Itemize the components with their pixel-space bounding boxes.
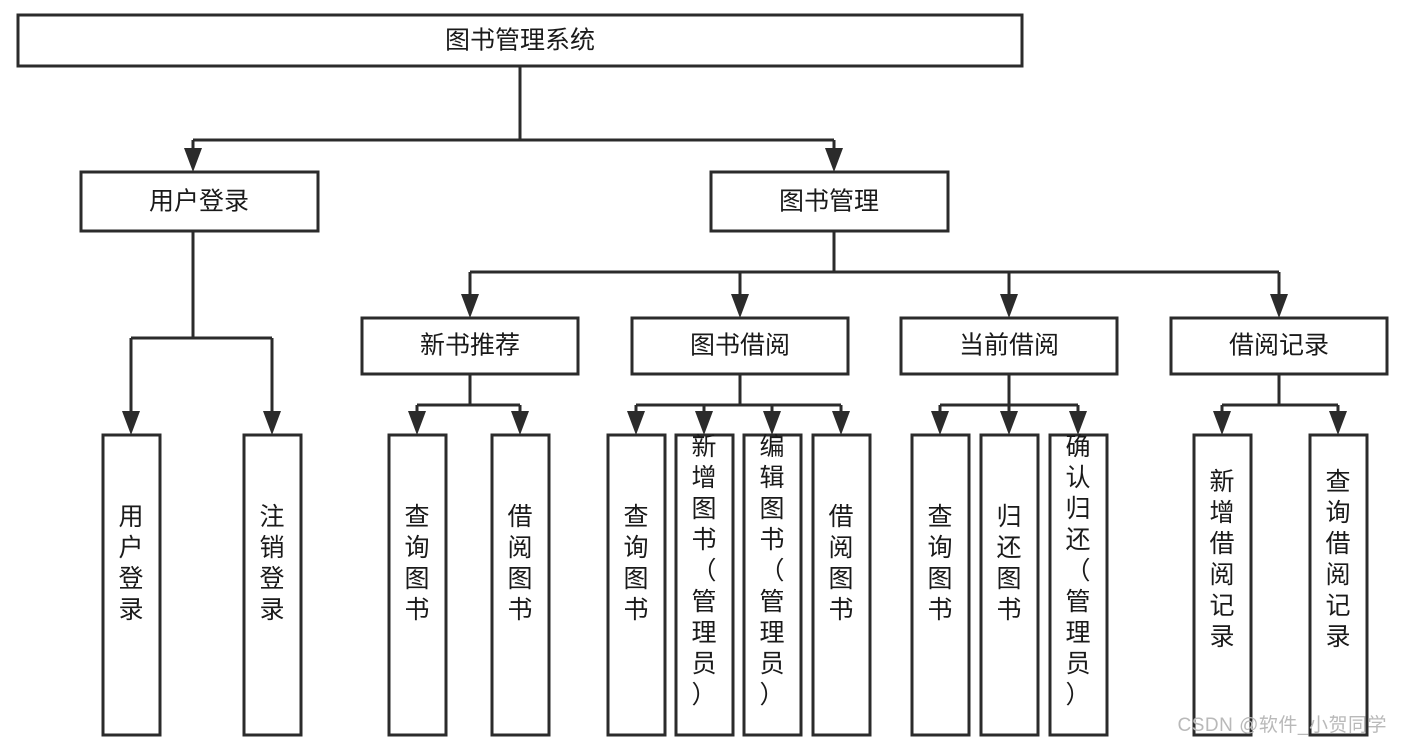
- arrow-leaf-user-login: [122, 411, 140, 435]
- node-root[interactable]: 图书管理系统: [16, 13, 1024, 68]
- node-leaf-borrow-book-2-box[interactable]: [811, 433, 872, 737]
- node-new-book-recommend-label: 新书推荐: [420, 332, 520, 360]
- arrow-leaf-query-book-2: [627, 411, 645, 435]
- node-leaf-user-login-label: 用户登录: [118, 503, 143, 624]
- arrow-leaf-query-book-1: [408, 411, 426, 435]
- node-leaf-query-book-2[interactable]: 查询图书: [606, 433, 667, 737]
- node-book-borrow-box[interactable]: [630, 316, 850, 376]
- node-leaf-edit-book[interactable]: 编辑图书（管理员）: [742, 433, 803, 737]
- node-book-management-box[interactable]: [709, 170, 950, 233]
- arrow-leaf-confirm-return: [1069, 411, 1087, 435]
- node-leaf-query-book-2-label: 查询图书: [623, 503, 648, 624]
- arrow-leaf-borrow-book-1: [511, 411, 529, 435]
- node-book-borrow[interactable]: 图书借阅: [630, 316, 850, 376]
- node-leaf-confirm-return-box[interactable]: [1048, 433, 1109, 737]
- node-leaf-borrow-book-1-label: 借阅图书: [507, 503, 532, 624]
- node-leaf-query-record-box[interactable]: [1308, 433, 1369, 737]
- arrow-book-management: [825, 148, 843, 172]
- node-leaf-return-book-label: 归还图书: [996, 503, 1021, 624]
- arrow-current-borrow: [1000, 294, 1018, 318]
- node-borrow-record[interactable]: 借阅记录: [1169, 316, 1389, 376]
- node-current-borrow-box[interactable]: [899, 316, 1119, 376]
- node-leaf-add-record-label: 新增借阅记录: [1209, 468, 1234, 651]
- node-borrow-record-box[interactable]: [1169, 316, 1389, 376]
- node-leaf-edit-book-box[interactable]: [742, 433, 803, 737]
- node-book-borrow-label: 图书借阅: [690, 332, 790, 360]
- arrow-new-book-recommend: [461, 294, 479, 318]
- node-leaf-query-book-3-box[interactable]: [910, 433, 971, 737]
- node-leaf-query-book-2-box[interactable]: [606, 433, 667, 737]
- arrow-leaf-edit-book: [763, 411, 781, 435]
- node-leaf-query-book-1-box[interactable]: [387, 433, 448, 737]
- node-root-box[interactable]: [16, 13, 1024, 68]
- node-leaf-add-book-box[interactable]: [674, 433, 735, 737]
- node-leaf-query-book-3[interactable]: 查询图书: [910, 433, 971, 737]
- node-leaf-add-record[interactable]: 新增借阅记录: [1192, 433, 1253, 737]
- node-new-book-recommend-box[interactable]: [360, 316, 580, 376]
- node-leaf-confirm-return[interactable]: 确认归还（管理员）: [1048, 433, 1109, 737]
- node-leaf-add-book-label: 新增图书（管理员）: [691, 433, 716, 709]
- arrow-leaf-query-book-3: [931, 411, 949, 435]
- arrow-leaf-borrow-book-2: [832, 411, 850, 435]
- arrow-leaf-add-book: [695, 411, 713, 435]
- arrow-borrow-record: [1270, 294, 1288, 318]
- node-leaf-confirm-return-label: 确认归还（管理员）: [1065, 433, 1090, 709]
- node-leaf-user-login[interactable]: 用户登录: [101, 433, 162, 737]
- arrow-leaf-return-book: [1000, 411, 1018, 435]
- node-root-label: 图书管理系统: [445, 27, 595, 55]
- node-leaf-query-record[interactable]: 查询借阅记录: [1308, 433, 1369, 737]
- node-leaf-user-logout-label: 注销登录: [259, 503, 284, 624]
- node-book-management-label: 图书管理: [779, 188, 879, 216]
- node-leaf-borrow-book-2[interactable]: 借阅图书: [811, 433, 872, 737]
- node-book-management[interactable]: 图书管理: [709, 170, 950, 233]
- node-leaf-borrow-book-1[interactable]: 借阅图书: [490, 433, 551, 737]
- node-user-login-box[interactable]: [79, 170, 320, 233]
- node-current-borrow[interactable]: 当前借阅: [899, 316, 1119, 376]
- node-leaf-query-book-1[interactable]: 查询图书: [387, 433, 448, 737]
- node-leaf-return-book[interactable]: 归还图书: [979, 433, 1040, 737]
- node-leaf-user-logout-box[interactable]: [242, 433, 303, 737]
- arrow-leaf-add-record: [1213, 411, 1231, 435]
- node-leaf-query-book-3-label: 查询图书: [927, 503, 952, 624]
- arrow-leaf-query-record: [1329, 411, 1347, 435]
- arrow-leaf-user-logout: [263, 411, 281, 435]
- node-user-login[interactable]: 用户登录: [79, 170, 320, 233]
- node-leaf-user-logout[interactable]: 注销登录: [242, 433, 303, 737]
- arrow-book-borrow: [731, 294, 749, 318]
- arrow-user-login: [184, 148, 202, 172]
- edges-layer: [122, 66, 1347, 435]
- node-user-login-label: 用户登录: [149, 188, 249, 216]
- node-leaf-add-book[interactable]: 新增图书（管理员）: [674, 433, 735, 737]
- node-leaf-borrow-book-1-box[interactable]: [490, 433, 551, 737]
- node-borrow-record-label: 借阅记录: [1229, 332, 1329, 360]
- node-leaf-add-record-box[interactable]: [1192, 433, 1253, 737]
- node-leaf-user-login-box[interactable]: [101, 433, 162, 737]
- node-leaf-query-record-label: 查询借阅记录: [1325, 468, 1350, 651]
- node-leaf-borrow-book-2-label: 借阅图书: [828, 503, 853, 624]
- node-leaf-query-book-1-label: 查询图书: [404, 503, 429, 624]
- node-leaf-edit-book-label: 编辑图书（管理员）: [759, 433, 784, 709]
- node-leaf-return-book-box[interactable]: [979, 433, 1040, 737]
- node-current-borrow-label: 当前借阅: [959, 332, 1059, 360]
- node-new-book-recommend[interactable]: 新书推荐: [360, 316, 580, 376]
